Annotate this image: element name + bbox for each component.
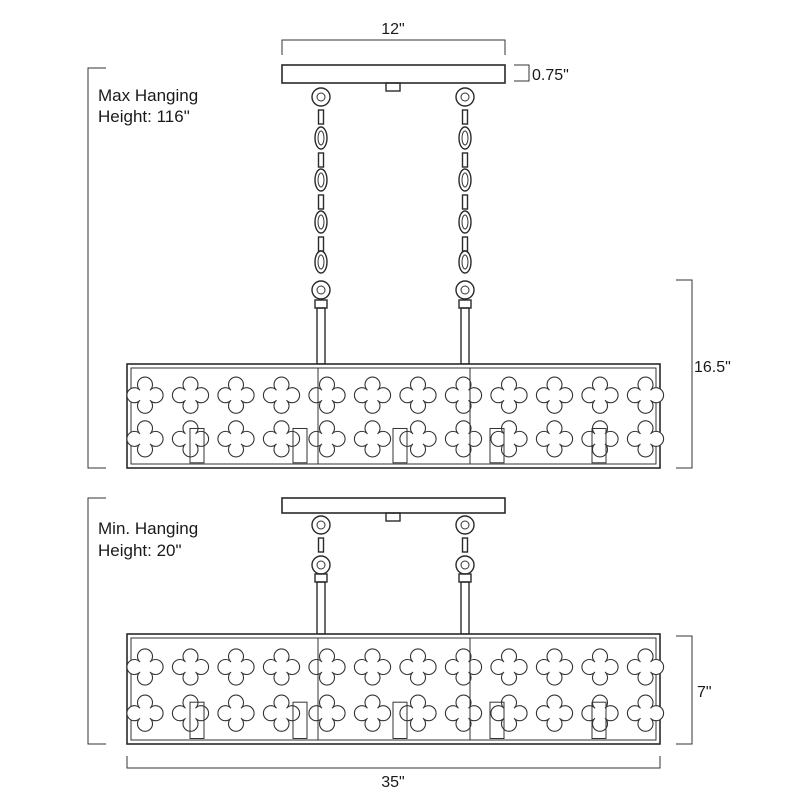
max-hanging-view: 12" 0.75" — [87, 21, 731, 469]
chain-right-short — [455, 515, 475, 635]
max-hanging-dimension: Max Hanging Height: 116" — [87, 67, 198, 469]
shade-bottom — [126, 633, 665, 745]
max-hanging-label-line2: Height: 116" — [98, 107, 190, 126]
canopy-height-label: 0.75" — [532, 67, 569, 84]
canopy-width-label: 12" — [381, 21, 404, 38]
chain-right — [455, 87, 475, 365]
body-height-label: 16.5" — [694, 359, 731, 376]
canopy-height-dimension: 0.75" — [514, 64, 569, 84]
candle-sleeve — [489, 427, 505, 464]
candle-sleeve — [392, 701, 408, 740]
candle-sleeve — [591, 427, 607, 464]
chain-left — [311, 87, 331, 365]
candle-sleeve — [392, 427, 408, 464]
chain-left-short — [311, 515, 331, 635]
min-hanging-label-line1: Min. Hanging — [98, 519, 198, 538]
canopy-top — [281, 64, 506, 84]
shade-top — [126, 363, 665, 469]
canopy-width-dimension: 12" — [281, 21, 506, 55]
candle-sleeve — [489, 701, 505, 740]
body-height-dimension: 16.5" — [676, 279, 731, 469]
candle-sleeve — [189, 701, 205, 740]
canopy-bottom — [281, 497, 506, 514]
max-hanging-label-line1: Max Hanging — [98, 86, 198, 105]
candle-sleeve — [292, 427, 308, 464]
min-hanging-label-line2: Height: 20" — [98, 541, 182, 560]
min-hanging-view: Min. Hanging Height: 20" 7" 35" — [87, 497, 712, 791]
shade-height-dimension: 7" — [676, 635, 712, 745]
overall-width-dimension: 35" — [126, 756, 661, 791]
candle-sleeve — [591, 701, 607, 740]
candle-sleeve — [189, 427, 205, 464]
min-hanging-dimension: Min. Hanging Height: 20" — [87, 497, 198, 745]
overall-width-label: 35" — [381, 774, 404, 791]
candle-sleeve — [292, 701, 308, 740]
shade-height-label: 7" — [697, 684, 712, 701]
